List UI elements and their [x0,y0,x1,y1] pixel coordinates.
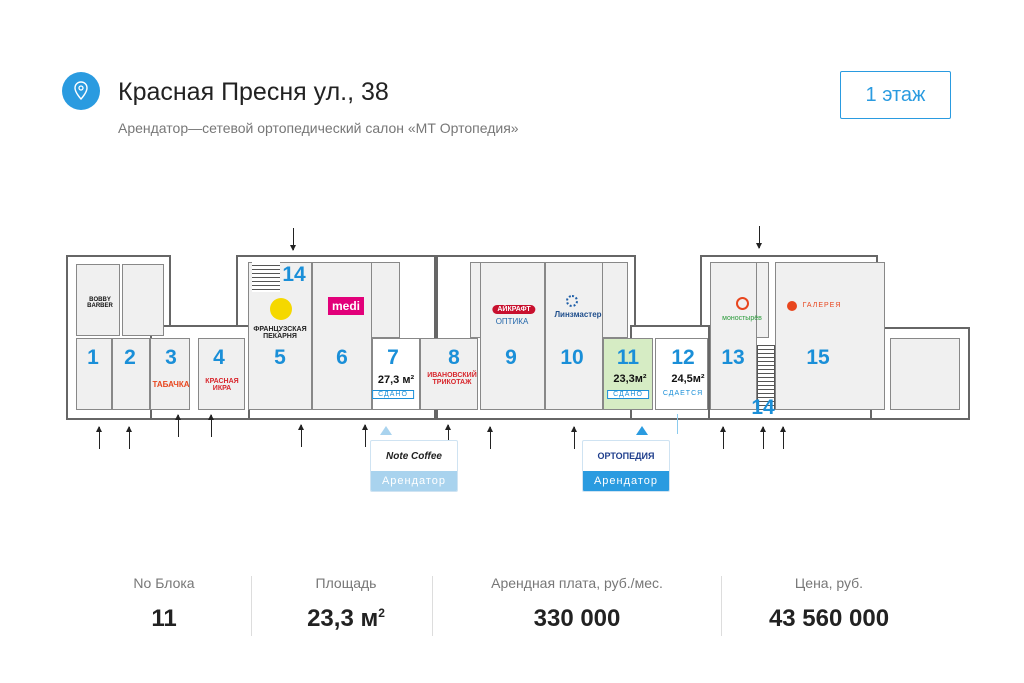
bakery-logo-icon [270,298,292,320]
unit-4[interactable] [198,338,245,410]
unit-number: 15 [806,346,830,369]
page-title: Красная Пресня ул., 38 [118,78,389,106]
entrance-arrow-icon [720,426,726,449]
room [122,264,164,336]
entrance-arrow-icon [208,414,214,437]
entrance-arrow-icon [571,426,577,449]
stat-label: No Блока [133,575,195,591]
unit-number: 3 [165,346,177,369]
stat-block-number: No Блока 11 [133,575,194,633]
tenant-card-ortopediya[interactable]: ОРТОПЕДИЯ Арендатор [582,440,670,492]
unit-area: 24,5м² [671,373,705,385]
status-badge: СДАЕТСЯ [662,390,704,397]
unit-number: 12 [671,346,695,369]
brand-monastyrev: моностырёв [722,315,762,322]
entrance-arrow-icon [175,414,181,437]
tenant-label: Арендатор [583,471,669,491]
brand-ivanovsky-trikotazh: ИВАНОВСКИЙ ТРИКОТАЖ [427,372,477,386]
brand-optika: ОПТИКА [495,317,529,326]
tenant-card-note-coffee[interactable]: Note Coffee Арендатор [370,440,458,492]
unit-summary: No Блока 11 Площадь 23,3 м2 Арендная пла… [0,575,1024,645]
unit-area: 23,3м² [613,373,647,385]
unit-6[interactable] [312,262,372,410]
brand-bobby-barber: BOBBY BARBER [87,297,113,309]
stat-area: Площадь 23,3 м2 [307,575,385,633]
staircase [757,345,775,410]
divider [432,576,433,636]
unit-9[interactable] [480,262,545,410]
unit-number: 1 [87,346,99,369]
brand-galereya: ГАЛЕРЕЯ [802,302,842,309]
entrance-arrow-icon [677,414,678,434]
unit-number: 13 [721,346,745,369]
unit-number: 5 [274,346,286,369]
entrance-arrow-icon [756,226,762,249]
monastyrev-logo-icon [736,297,749,310]
unit-number: 4 [213,346,225,369]
unit-number: 6 [336,346,348,369]
stat-value: 23,3 м [307,605,379,632]
brand-tabachka: ТАБАЧКА [152,380,190,389]
pointer-icon [380,426,392,435]
unit-number: 9 [505,346,517,369]
entrance-arrow-icon [96,426,102,449]
floor-selector-button[interactable]: 1 этаж [840,71,951,119]
unit-number: 2 [124,346,136,369]
entrance-arrow-icon [487,426,493,449]
brand-french-bakery: ФРАНЦУЗСКАЯ ПЕКАРНЯ [253,326,307,340]
tenant-logo: Note Coffee [386,450,442,462]
stat-label: Площадь [315,575,377,591]
staircase [252,262,280,292]
entrance-arrow-icon [362,424,368,447]
unit-extra[interactable] [890,338,960,410]
unit-number: 14 [282,263,306,286]
unit-10[interactable] [545,262,603,410]
unit-13[interactable] [710,262,757,410]
unit-number: 7 [387,346,399,369]
entrance-arrow-icon [780,426,786,449]
unit-number: 14 [751,396,775,419]
unit-3[interactable] [150,338,190,410]
divider [251,576,252,636]
entrance-arrow-icon [298,424,304,447]
entrance-arrow-icon [290,228,296,251]
tenant-logo: ОРТОПЕДИЯ [597,451,655,461]
room [76,264,120,336]
entrance-arrow-icon [445,424,451,447]
unit-area: 27,3 м² [377,374,415,386]
location-pin-icon [62,72,100,110]
stat-label: Цена, руб. [794,575,864,591]
stat-label: Арендная плата, руб./мес. [491,575,663,591]
status-badge: СДАНО [607,390,649,399]
tenant-label: Арендатор [371,471,457,491]
stat-value: 330 000 [533,605,621,632]
brand-linzmaster: Линзмастер [554,310,602,319]
brand-krasnaya-ikra: КРАСНАЯ ИКРА [205,378,239,392]
unit-number: 10 [560,346,584,369]
status-badge: СДАНО [372,390,414,399]
entrance-arrow-icon [126,426,132,449]
floor-plan: BOBBY BARBER 1 2 3 4 5 6 7 8 9 10 11 12 … [66,226,970,492]
unit-15[interactable] [775,262,885,410]
linzmaster-logo-icon [566,295,578,307]
unit-1[interactable] [76,338,112,410]
stat-unit-sup: 2 [378,606,385,620]
pointer-icon [636,426,648,435]
unit-5[interactable] [248,262,312,410]
page-subtitle: Арендатор—сетевой ортопедический салон «… [118,120,519,136]
stat-price: Цена, руб. 43 560 000 [769,575,889,633]
divider [721,576,722,636]
stat-rent: Арендная плата, руб./мес. 330 000 [491,575,663,633]
entrance-arrow-icon [760,426,766,449]
unit-number: 8 [448,346,460,369]
stat-value: 11 [151,605,177,632]
unit-12[interactable] [655,338,708,410]
brand-aikraft: АЙКРАФТ [492,305,536,314]
unit-8[interactable] [420,338,478,410]
unit-2[interactable] [112,338,150,410]
galereya-logo-icon [787,301,797,311]
unit-number: 11 [616,346,640,369]
stat-value: 43 560 000 [768,605,890,632]
brand-medi: medi [327,297,365,315]
